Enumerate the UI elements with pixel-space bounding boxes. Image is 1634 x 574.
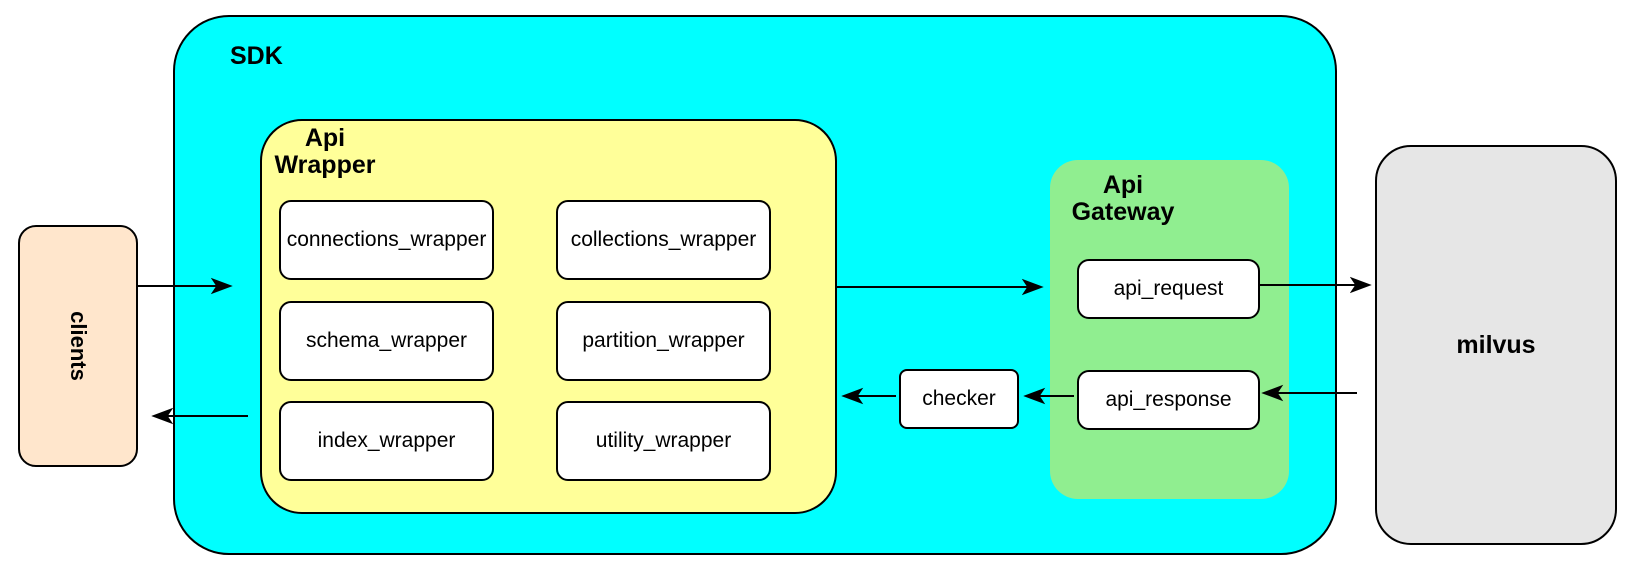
- node-utility-wrapper: utility_wrapper: [556, 401, 771, 481]
- milvus-label: milvus: [1456, 330, 1536, 359]
- api-wrapper-label-line2: Wrapper: [274, 151, 376, 179]
- node-api-request: api_request: [1077, 259, 1260, 319]
- node-schema-wrapper-label: schema_wrapper: [305, 329, 468, 352]
- node-connections-wrapper-label: connections_wrapper: [286, 228, 487, 251]
- node-index-wrapper-label: index_wrapper: [317, 429, 456, 452]
- api-wrapper-label-line1: Api: [304, 124, 346, 152]
- clients-box: clients: [18, 225, 138, 467]
- checker-label: checker: [922, 387, 996, 410]
- sdk-container: SDK Api Wrapper connections_wrapper coll…: [173, 15, 1337, 555]
- node-collections-wrapper-label: collections_wrapper: [570, 228, 757, 251]
- node-index-wrapper: index_wrapper: [279, 401, 494, 481]
- milvus-box: milvus: [1375, 145, 1617, 545]
- node-partition-wrapper: partition_wrapper: [556, 301, 771, 381]
- node-connections-wrapper: connections_wrapper: [279, 200, 494, 280]
- api-wrapper-container: Api Wrapper connections_wrapper collecti…: [260, 119, 837, 514]
- node-api-request-label: api_request: [1113, 277, 1224, 300]
- node-utility-wrapper-label: utility_wrapper: [595, 429, 732, 452]
- node-api-response: api_response: [1077, 370, 1260, 430]
- node-api-response-label: api_response: [1105, 388, 1232, 411]
- api-gateway-label-line1: Api: [1102, 171, 1144, 199]
- node-schema-wrapper: schema_wrapper: [279, 301, 494, 381]
- checker-box: checker: [899, 369, 1019, 429]
- api-gateway-container: Api Gateway api_request api_response: [1050, 160, 1289, 499]
- sdk-label: SDK: [230, 42, 283, 70]
- node-collections-wrapper: collections_wrapper: [556, 200, 771, 280]
- api-gateway-label-line2: Gateway: [1071, 198, 1175, 226]
- node-partition-wrapper-label: partition_wrapper: [582, 329, 745, 352]
- api-gateway-label: Api Gateway: [1058, 172, 1188, 226]
- clients-label: clients: [65, 311, 91, 381]
- api-wrapper-label: Api Wrapper: [264, 125, 386, 179]
